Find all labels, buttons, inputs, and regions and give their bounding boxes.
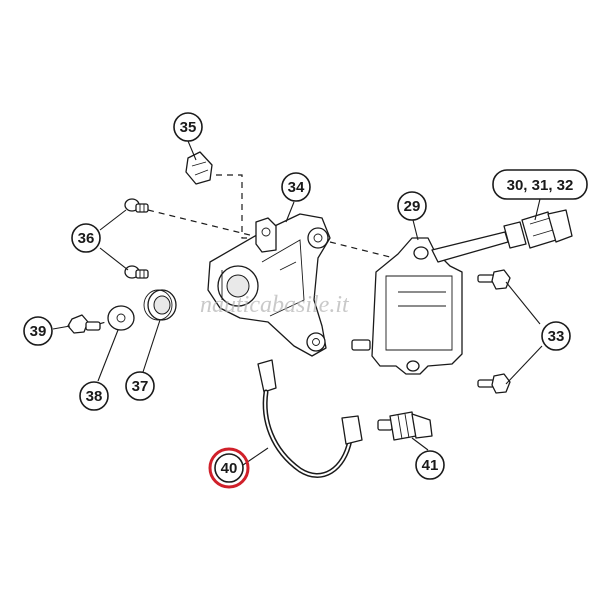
callout-34: 34 [281,172,311,202]
part-40-lead-wire [257,359,363,478]
callout-38: 38 [79,381,109,411]
callout-41-label: 41 [422,457,439,474]
callout-40-label: 40 [221,460,238,477]
callout-35: 35 [173,112,203,142]
callout-36: 36 [71,223,101,253]
watermark-text: nauticabasile.it [200,292,350,318]
highlight-ring [208,447,250,489]
callout-34-label: 34 [288,179,305,196]
part-36-screw-lower [124,265,149,279]
callout-36-label: 36 [78,230,95,247]
part-38-washer [107,305,135,331]
callout-41: 41 [415,450,445,480]
part-37-grommet [143,289,177,321]
callout-30-31-32-label: 30, 31, 32 [507,177,574,194]
callout-39-label: 39 [30,323,47,340]
part-33-screw-upper [477,269,511,290]
callout-37: 37 [125,371,155,401]
callout-37-label: 37 [132,378,149,395]
part-29-module [351,231,509,375]
callout-29: 29 [397,191,427,221]
callout-29-label: 29 [404,198,421,215]
callout-35-label: 35 [180,119,197,136]
part-30-31-32-connector [503,209,573,249]
callout-33: 33 [541,321,571,351]
part-34-bracket [207,213,331,357]
callout-40-highlighted: 40 [208,447,250,489]
part-33-screw-lower [477,373,511,394]
part-39-bolt [67,314,101,334]
part-35-clip [185,151,213,185]
part-36-screw-upper [124,198,149,213]
callout-38-label: 38 [86,388,103,405]
leader-lines [52,140,543,466]
part-41-sensor [377,411,433,441]
callout-30-31-32: 30, 31, 32 [492,169,588,200]
callout-33-label: 33 [548,328,565,345]
callout-39: 39 [23,316,53,346]
